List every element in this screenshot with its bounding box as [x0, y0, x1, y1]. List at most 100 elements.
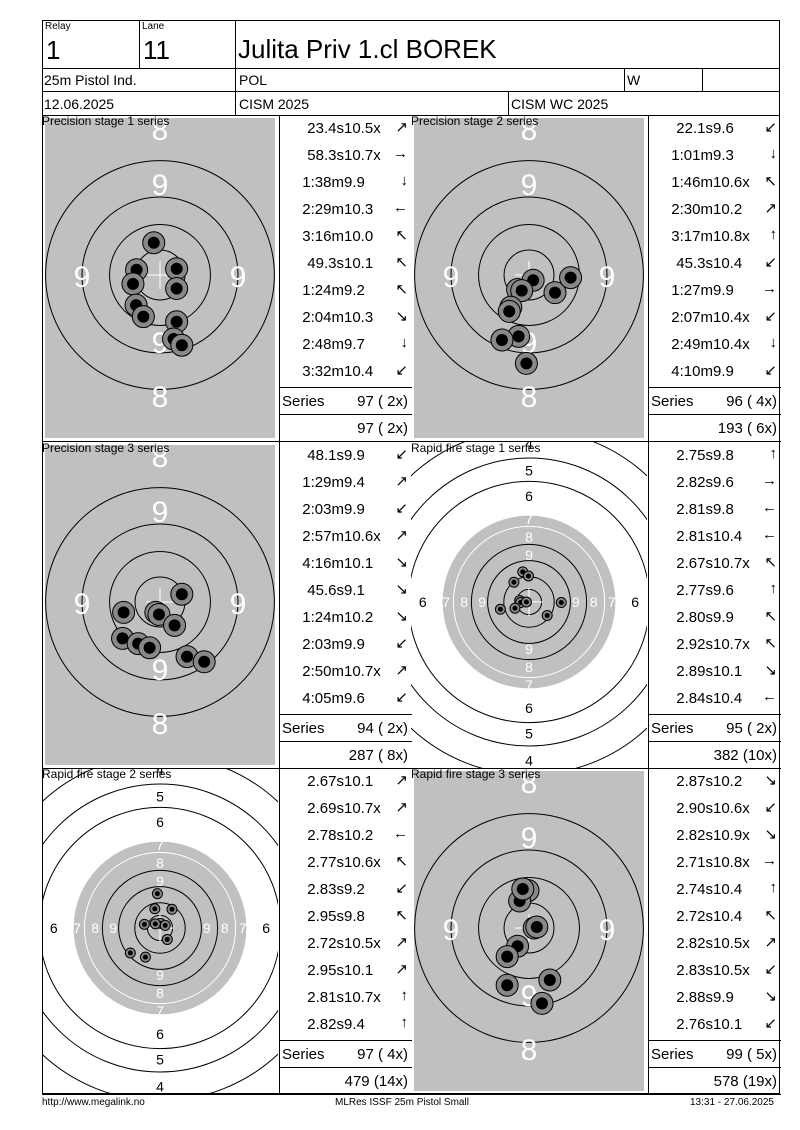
ring-number: 9 [599, 914, 616, 947]
direction-arrow-icon: ↖ [395, 907, 408, 924]
panel-divider [411, 441, 781, 442]
shot-time: 2:57m [302, 528, 344, 545]
shot-time: 2.88s [676, 989, 713, 1006]
direction-arrow-icon: ← [393, 825, 408, 842]
shot-time: 2.72s [676, 908, 713, 925]
direction-arrow-icon: ↗ [395, 772, 408, 789]
direction-arrow-icon: ↘ [395, 581, 408, 598]
direction-arrow-icon: ↖ [764, 608, 777, 625]
ring-number: 8 [156, 985, 164, 1001]
shot-time: 1:29m [302, 474, 344, 491]
ring-number: 6 [525, 488, 533, 504]
direction-arrow-icon: ↖ [395, 254, 408, 271]
shot-value: 10.6x [713, 800, 750, 817]
ring-number: 9 [156, 967, 164, 983]
ring-number: 9 [109, 920, 117, 936]
series-label: Series [651, 393, 694, 410]
match: CISM WC 2025 [511, 96, 609, 112]
shot-time: 4:05m [302, 690, 344, 707]
direction-arrow-icon: ↖ [764, 173, 777, 190]
shot-time: 2.67s [676, 555, 713, 572]
shot-time: 2.82s [676, 827, 713, 844]
shot-impact [555, 597, 567, 609]
lane-value: 11 [143, 35, 170, 65]
ring-number: 9 [152, 169, 169, 202]
shot-time: 2:50m [302, 663, 344, 680]
shot-time: 2.95s [307, 962, 344, 979]
shot-value: 9.4 [344, 474, 365, 491]
shot-time: 23.4s [307, 120, 344, 137]
shot-time: 2.67s [307, 773, 344, 790]
shot-value: 9.1 [344, 582, 365, 599]
ring-number: 7 [156, 837, 164, 853]
lane-cell: Lane 11 [139, 20, 236, 69]
shot-impact [494, 603, 506, 615]
shot-impact [159, 919, 171, 931]
shot-impact [541, 610, 553, 622]
ring-number: 5 [525, 725, 533, 741]
shot-time: 58.3s [307, 147, 344, 164]
series-score: 97 ( 2x) [357, 393, 408, 410]
shot-impact [139, 951, 151, 963]
panel-divider [42, 441, 412, 442]
cumulative-total: 193 ( 6x) [717, 420, 777, 437]
shot-impact [495, 945, 519, 969]
direction-arrow-icon: ↘ [764, 826, 777, 843]
shot-value: 10.4 [713, 528, 743, 545]
ring-number: 8 [590, 594, 598, 610]
shot-impact [514, 351, 538, 375]
shot-time: 1:46m [671, 174, 713, 191]
ring-number: 9 [203, 920, 211, 936]
ring-number: 8 [152, 381, 169, 414]
direction-arrow-icon: ↗ [395, 662, 408, 679]
ring-number: 6 [50, 920, 58, 936]
lane-label: Lane [142, 21, 165, 32]
shot-time: 2.81s [676, 501, 713, 518]
shot-time: 2.81s [676, 528, 713, 545]
direction-arrow-icon: ↖ [395, 853, 408, 870]
shot-value: 10.4x [713, 309, 750, 326]
series-title: Precision stage 1 series [42, 115, 170, 128]
shot-value: 9.3 [713, 147, 734, 164]
shot-value: 9.9 [344, 501, 365, 518]
footer-software: MLRes ISSF 25m Pistol Small [335, 1097, 469, 1108]
ring-number: 9 [521, 169, 538, 202]
footer-url[interactable]: http://www.megalink.no [42, 1097, 145, 1108]
ring-number: 8 [152, 708, 169, 741]
shot-value: 10.5x [713, 962, 750, 979]
shot-impact [520, 596, 532, 608]
shot-impact [543, 281, 567, 305]
shot-value: 10.4 [713, 908, 743, 925]
ring-number: 7 [442, 594, 450, 610]
ring-number: 9 [525, 547, 533, 563]
shot-value: 10.5x [713, 935, 750, 952]
shot-value: 10.7x [344, 989, 381, 1006]
direction-arrow-icon: ← [762, 526, 777, 543]
direction-arrow-icon: ↗ [395, 934, 408, 951]
ring-number: 8 [156, 855, 164, 871]
direction-arrow-icon: ↗ [764, 934, 777, 951]
gender-right-cell [702, 68, 780, 92]
